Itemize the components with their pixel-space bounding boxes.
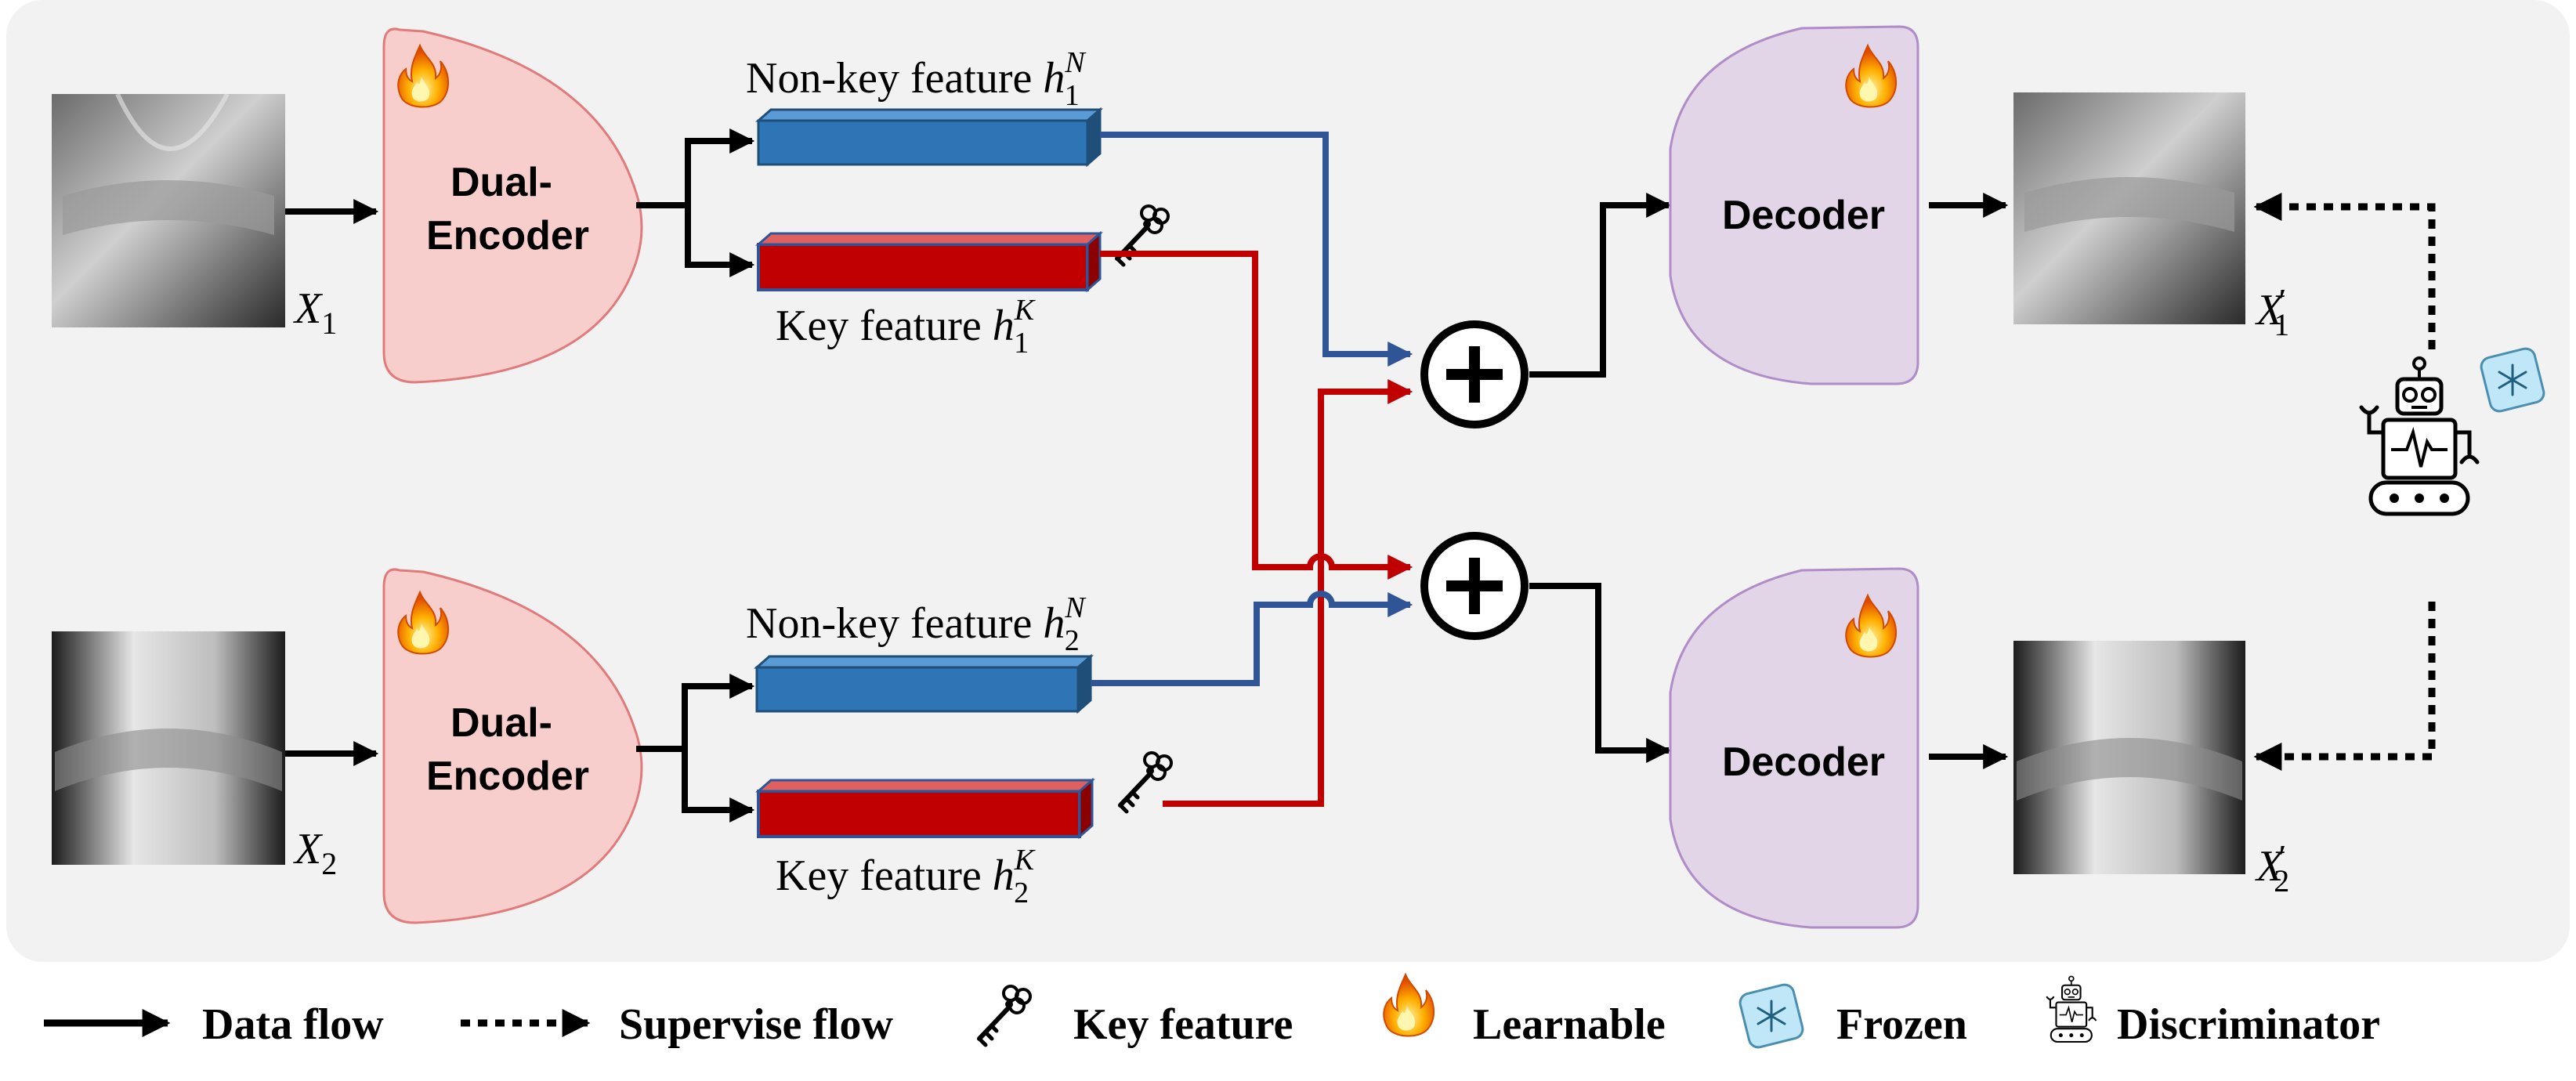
decoder-2-label: Decoder (1722, 739, 1885, 785)
fusion2-to-decoder2-arrow (1529, 583, 1672, 763)
fire-icon (1383, 974, 1435, 1037)
legend: Data flow Supervise flow Key feature Lea… (44, 974, 2380, 1050)
output-label-2: X′2 (2255, 837, 2289, 898)
output-image-2 (2013, 641, 2245, 874)
plus-circle-icon (1424, 536, 1525, 636)
split-arrows-encoder-2 (636, 674, 755, 822)
output-label-1: X′1 (2255, 281, 2289, 342)
nonkey-feature-bar-2 (754, 653, 1094, 714)
snowflake-ice-icon (2478, 345, 2547, 414)
nonkey-feature-bar-1 (755, 107, 1103, 168)
encoder-2-label-line2: Encoder (426, 754, 589, 799)
legend-learnable-label: Learnable (1473, 1000, 1666, 1049)
decoder-2 (1669, 567, 1919, 929)
decoder-1-label: Decoder (1722, 193, 1885, 238)
decoder-1 (1669, 25, 1919, 385)
input-label-2: X2 (293, 825, 337, 881)
snowflake-ice-icon (1737, 982, 1806, 1050)
legend-discriminator-label: Discriminator (2117, 1000, 2380, 1049)
diagram-panel (6, 0, 2570, 962)
legend-key-feature-label: Key feature (1073, 1000, 1293, 1049)
plus-circle-icon (1424, 324, 1525, 425)
input-label-1: X1 (293, 284, 337, 341)
key-feature-bar-1 (755, 230, 1103, 293)
robot-icon (2046, 975, 2097, 1043)
nonkey2-to-fusion2-line (1091, 591, 1413, 686)
legend-data-flow-label: Data flow (202, 1000, 384, 1049)
encoder-1-label-line2: Encoder (426, 213, 589, 258)
supervise-flow-to-output2 (2253, 602, 2436, 771)
dual-encoder-1 (382, 27, 643, 384)
input-image-2 (52, 631, 285, 865)
dual-encoder-2 (382, 568, 643, 924)
legend-frozen-label: Frozen (1836, 1000, 1967, 1049)
output-image-1 (2013, 92, 2245, 324)
input-image-1 (52, 92, 285, 327)
split-arrows-encoder-1 (636, 128, 755, 277)
nonkey1-to-fusion1-line (1100, 132, 1413, 367)
encoder-1-label-line1: Dual- (450, 160, 552, 205)
key-icon (979, 986, 1030, 1045)
fusion1-to-decoder1-arrow (1529, 193, 1672, 378)
supervise-flow-to-output1 (2253, 193, 2436, 349)
encoder-2-label-line1: Dual- (450, 700, 552, 746)
key2-to-fusion1-line (1163, 379, 1413, 807)
legend-supervise-flow-label: Supervise flow (619, 1000, 894, 1049)
key-feature-bar-2 (755, 777, 1095, 840)
